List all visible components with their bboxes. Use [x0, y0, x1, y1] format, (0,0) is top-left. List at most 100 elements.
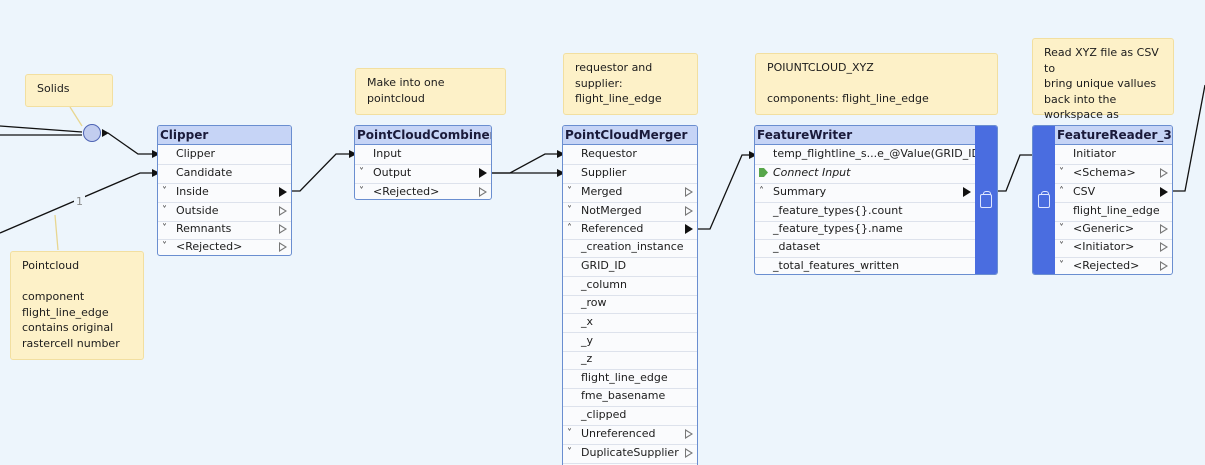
merger-port-notmerged[interactable]: ˅NotMerged [563, 202, 697, 222]
annotation-make-one[interactable]: Make into one pointcloud [355, 68, 506, 115]
output-arrow-icon[interactable] [1160, 187, 1168, 197]
arrow-requestor [557, 150, 565, 158]
output-arrow-icon[interactable] [685, 187, 693, 197]
reader-port-csv[interactable]: ˄CSV [1055, 183, 1172, 203]
feature-writer-transformer[interactable]: FeatureWriter temp_flightline_s...e_@Val… [754, 125, 998, 275]
merger-attr-row: _row [563, 294, 697, 314]
clipper-transformer[interactable]: Clipper ˅Clipper Candidate ˅Inside ˅Outs… [157, 125, 292, 256]
arrow-bubble-out [102, 129, 109, 137]
chevron-down-icon[interactable]: ˅ [567, 205, 572, 216]
output-arrow-icon[interactable] [1160, 242, 1168, 252]
merger-port-supplier[interactable]: Supplier [563, 164, 697, 184]
connect-input-icon [759, 164, 772, 182]
merger-attr-x: _x [563, 313, 697, 333]
merger-attr-fme-basename: fme_basename [563, 387, 697, 407]
merger-port-referenced[interactable]: ˄Referenced [563, 220, 697, 240]
chevron-down-icon[interactable]: ˅ [567, 186, 572, 197]
combiner-transformer[interactable]: PointCloudCombiner_2 Input ˅Output ˅<Rej… [354, 125, 492, 200]
chevron-down-icon[interactable]: ˅ [359, 167, 364, 178]
chevron-down-icon[interactable]: ˅ [162, 205, 167, 216]
output-arrow-icon[interactable] [685, 429, 693, 439]
chevron-up-icon[interactable]: ˄ [1059, 186, 1064, 197]
reader-port-generic[interactable]: ˅<Generic> [1055, 220, 1172, 240]
output-arrow-icon[interactable] [279, 224, 287, 234]
clipper-port-rejected[interactable]: ˅<Rejected> [158, 238, 291, 255]
writer-port-connect-input[interactable]: Connect Input [755, 164, 975, 184]
combiner-port-rejected[interactable]: ˅<Rejected> [355, 183, 491, 199]
reader-port-schema[interactable]: ˅<Schema> [1055, 164, 1172, 184]
feature-reader-transformer[interactable]: FeatureReader_3 Initiator ˅<Schema> ˄CSV… [1032, 125, 1173, 275]
chevron-up-icon[interactable]: ˄ [567, 223, 572, 234]
output-arrow-icon[interactable] [279, 206, 287, 216]
reader-port-initiator[interactable]: Initiator [1055, 145, 1172, 165]
arrow-writer-input [749, 151, 757, 159]
combiner-port-output[interactable]: ˅Output [355, 164, 491, 184]
output-arrow-icon[interactable] [479, 168, 487, 178]
reader-attr-flight-line-edge: flight_line_edge [1055, 202, 1172, 222]
output-arrow-icon[interactable] [279, 187, 287, 197]
writer-title[interactable]: FeatureWriter [755, 126, 975, 145]
reader-side-panel[interactable] [1033, 126, 1055, 274]
arrow-candidate [152, 169, 160, 177]
chevron-up-icon[interactable]: ˄ [759, 186, 764, 197]
writer-port-input[interactable]: temp_flightline_s...e_@Value(GRID_ID) [755, 145, 984, 165]
output-arrow-icon[interactable] [479, 187, 487, 197]
chevron-down-icon[interactable]: ˅ [359, 186, 364, 197]
merger-transformer[interactable]: PointCloudMerger Requestor Supplier ˅Mer… [562, 125, 698, 465]
chevron-down-icon[interactable]: ˅ [567, 447, 572, 458]
annotation-xyz[interactable]: POIUNTCLOUD_XYZ components: flight_line_… [755, 53, 998, 115]
feature-count-label: 1 [74, 195, 85, 208]
annotation-pointcloud[interactable]: Pointcloud component flight_line_edge co… [10, 251, 144, 360]
merger-port-unreferenced[interactable]: ˅Unreferenced [563, 425, 697, 445]
merger-port-duplicate-supplier[interactable]: ˅DuplicateSupplier [563, 444, 697, 464]
combiner-title[interactable]: PointCloudCombiner_2 [355, 126, 491, 145]
writer-attr-total-features: _total_features_written [773, 259, 900, 272]
arrow-input [349, 150, 357, 158]
writer-port-summary[interactable]: ˄Summary [755, 183, 975, 203]
output-arrow-icon[interactable] [963, 187, 971, 197]
annotation-solids[interactable]: Solids [25, 74, 113, 107]
wire-in-1 [0, 125, 83, 133]
arrow-clipper [152, 150, 160, 158]
clipper-port-inside[interactable]: ˅Inside [158, 183, 291, 203]
merger-attr-flight-line-edge: flight_line_edge [563, 369, 697, 389]
writer-side-panel[interactable] [975, 126, 997, 274]
chevron-down-icon[interactable]: ˅ [1059, 260, 1064, 271]
annotation-requestor[interactable]: requestor and supplier: flight_line_edge [563, 53, 698, 115]
output-arrow-icon[interactable] [685, 206, 693, 216]
chevron-down-icon[interactable]: ˅ [1059, 241, 1064, 252]
merger-port-requestor[interactable]: Requestor [563, 145, 697, 165]
reader-port-initiator-out[interactable]: ˅<Initiator> [1055, 238, 1172, 258]
combiner-port-input[interactable]: Input [355, 145, 491, 165]
reader-title[interactable]: FeatureReader_3 [1055, 126, 1172, 145]
chevron-down-icon[interactable]: ˅ [162, 223, 167, 234]
reader-port-rejected[interactable]: ˅<Rejected> [1055, 257, 1172, 274]
chevron-down-icon[interactable]: ˅ [1059, 167, 1064, 178]
chevron-down-icon[interactable]: ˅ [162, 186, 167, 197]
annotation-read-xyz[interactable]: Read XYZ file as CSV to bring unique val… [1032, 38, 1174, 137]
clipper-port-candidate[interactable]: Candidate [158, 164, 291, 184]
clipper-port-clipper[interactable]: ˅Clipper [158, 145, 291, 165]
merger-port-merged[interactable]: ˅Merged [563, 183, 697, 203]
clipper-port-remnants[interactable]: ˅Remnants [158, 220, 291, 240]
merger-attr-z: _z [563, 350, 697, 370]
merger-attr-creation-instance: _creation_instance [563, 238, 697, 258]
output-arrow-icon[interactable] [685, 448, 693, 458]
chevron-down-icon[interactable]: ˅ [567, 428, 572, 439]
output-arrow-icon[interactable] [1160, 168, 1168, 178]
merger-attr-column: _column [563, 276, 697, 296]
merger-title[interactable]: PointCloudMerger [563, 126, 697, 145]
chevron-down-icon[interactable]: ˅ [1059, 223, 1064, 234]
output-arrow-icon[interactable] [279, 242, 287, 252]
database-writer-icon [980, 191, 992, 208]
wire-inside-input [287, 153, 357, 192]
clipper-title[interactable]: Clipper [158, 126, 291, 145]
output-arrow-icon[interactable] [685, 224, 693, 234]
junction-bubble[interactable] [83, 124, 101, 142]
output-arrow-icon[interactable] [1160, 261, 1168, 271]
stem-solids [69, 106, 83, 127]
clipper-port-outside[interactable]: ˅Outside [158, 202, 291, 222]
chevron-down-icon[interactable]: ˅ [162, 241, 167, 252]
output-arrow-icon[interactable] [1160, 224, 1168, 234]
